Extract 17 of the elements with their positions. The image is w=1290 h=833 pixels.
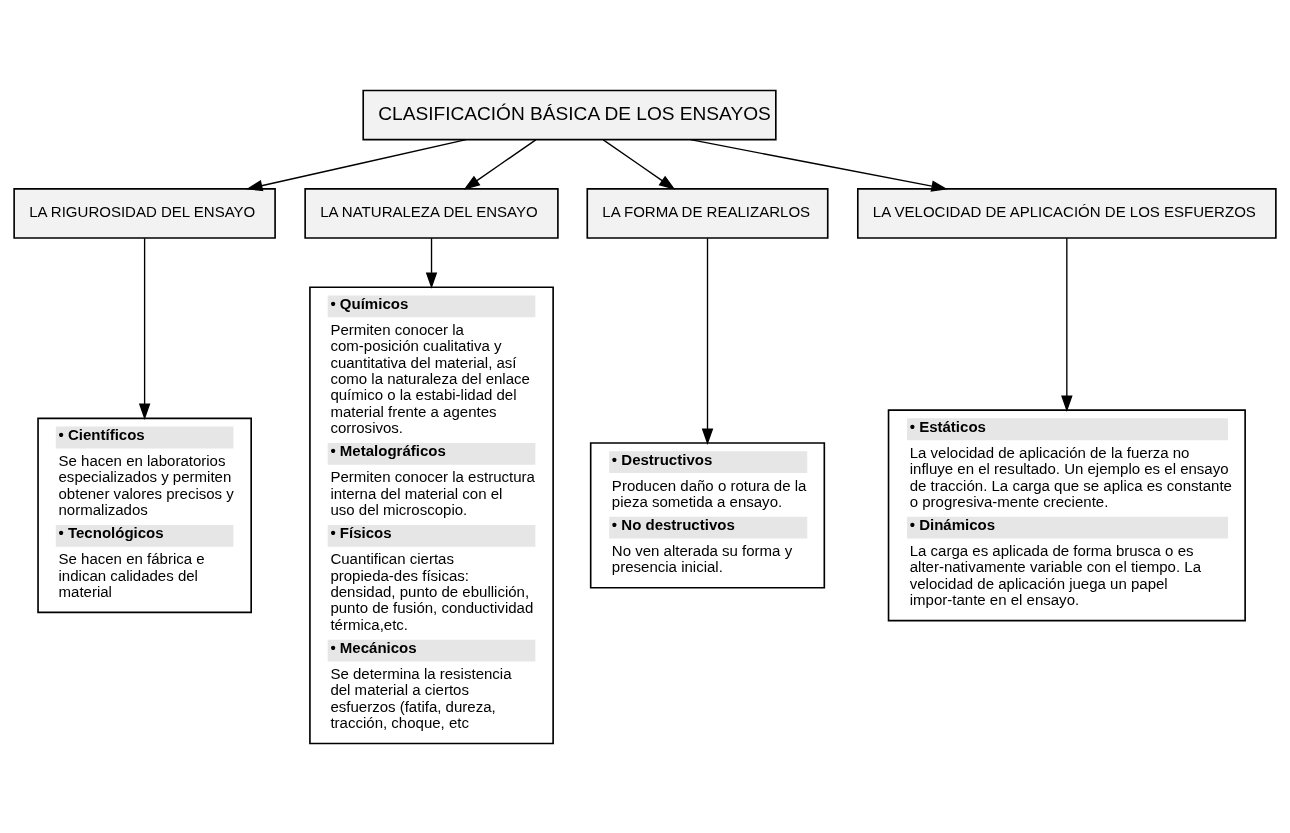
arrow <box>138 237 151 420</box>
arrow <box>246 138 467 191</box>
arrow <box>425 237 438 289</box>
node-box: • Científicos Se hacen en laboratorios especializados y permiten obtener valores precisos y normalizados • Tecnológicos Se hacen en fábrica e indican calidades del material <box>37 417 252 613</box>
node-box: • Destructivos Producen daño o rotura de la pieza sometida a ensayo. • No destructivos No ven alterada su forma y presencia inicial. <box>589 441 826 589</box>
node-box: • Estáticos La velocidad de aplicación de la fuerza no influye en el resultado. Un ejemplo es el ensayo de tracción. La carga que se aplica es constante o progresiva-mente creciente. • Dinámicos La carga es aplicada de forma brusca o es alter-nativamente variable con el tiempo. La velocidad de aplicación juega un papel impor-tante en el ensayo. <box>887 408 1246 621</box>
arrow <box>701 237 714 445</box>
node-box: LA NATURALEZA DEL ENSAYO <box>304 187 559 239</box>
node-box: LA VELOCIDAD DE APLICACIÓN DE LOS ESFUERZOS <box>856 187 1277 239</box>
arrow <box>689 138 948 192</box>
node-box: CLASIFICACIÓN BÁSICA DE LOS ENSAYOS <box>362 89 777 140</box>
node-box: LA RIGUROSIDAD DEL ENSAYO <box>13 187 276 239</box>
node-box: LA FORMA DE REALIZARLOS <box>586 187 829 239</box>
arrow <box>1061 237 1073 412</box>
arrow <box>602 138 676 190</box>
node-box: • Químicos Permiten conocer la com-posición cualitativa y cuantitativa del material, así como la naturaleza del enlace químico o la estabi-lidad del material frente a agentes corrosivos. • Metalográficos Permiten conocer la estructura interna del material con el uso del microscopio. • Físicos Cuantifican ciertas propieda-des físicas: densidad, punto de ebullición, punto de fusión, conductividad térmica,etc. • Mecánicos Se determina la resistencia del material a ciertos esfuerzos (fatifa, dureza, tracción, choque, etc <box>309 285 554 744</box>
arrow <box>463 138 537 190</box>
